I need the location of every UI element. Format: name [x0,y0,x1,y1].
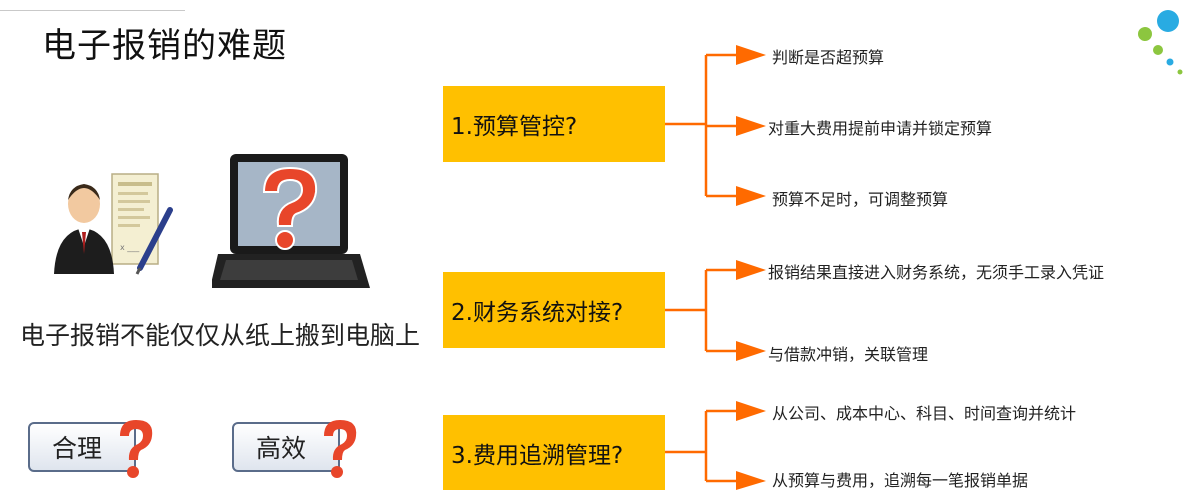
branch-item: 从公司、成本中心、科目、时间查询并统计 [772,404,1077,423]
branch-item: 对重大费用提前申请并锁定预算 [768,119,993,138]
arrow-icon [736,116,766,136]
arrow-icon [736,260,766,280]
branch-item: 从预算与费用，追溯每一笔报销单据 [772,471,1029,490]
laptop-question-icon [212,154,370,288]
company-logo [1138,10,1183,75]
problem-label: 1.预算管控? [451,114,578,140]
subtitle-caption: 电子报销不能仅仅从纸上搬到电脑上 [20,321,421,350]
branch-item: 报销结果直接进入财务系统，无须手工录入凭证 [768,263,1105,282]
svg-text:x ___: x ___ [120,243,140,252]
problem-label: 3.费用追溯管理? [451,442,624,469]
arrow-icon [736,45,766,65]
arrow-icon [736,401,766,421]
arrow-icon [736,341,766,361]
question-mark-icon [324,420,357,478]
branch-item: 预算不足时，可调整预算 [772,190,949,209]
arrow-icon [736,471,766,490]
efficient-button[interactable]: 高效 [232,422,340,472]
page-title: 电子报销的难题 [42,26,287,66]
branch-item: 判断是否超预算 [772,48,885,67]
efficient-label: 高效 [256,434,307,463]
problem-box-budget: 1.预算管控? [443,86,665,162]
reasonable-label: 合理 [52,434,103,463]
question-mark-icon [120,420,153,478]
problem-box-expense-trace: 3.费用追溯管理? [443,415,665,490]
arrow-icon [736,186,766,206]
branch-item: 与借款冲销，关联管理 [768,345,929,364]
title-divider [0,10,185,11]
problem-box-finance-system: 2.财务系统对接? [443,272,665,348]
problem-label: 2.财务系统对接? [451,300,624,326]
person-with-document-icon: x ___ [54,173,173,275]
reasonable-button[interactable]: 合理 [28,422,136,472]
